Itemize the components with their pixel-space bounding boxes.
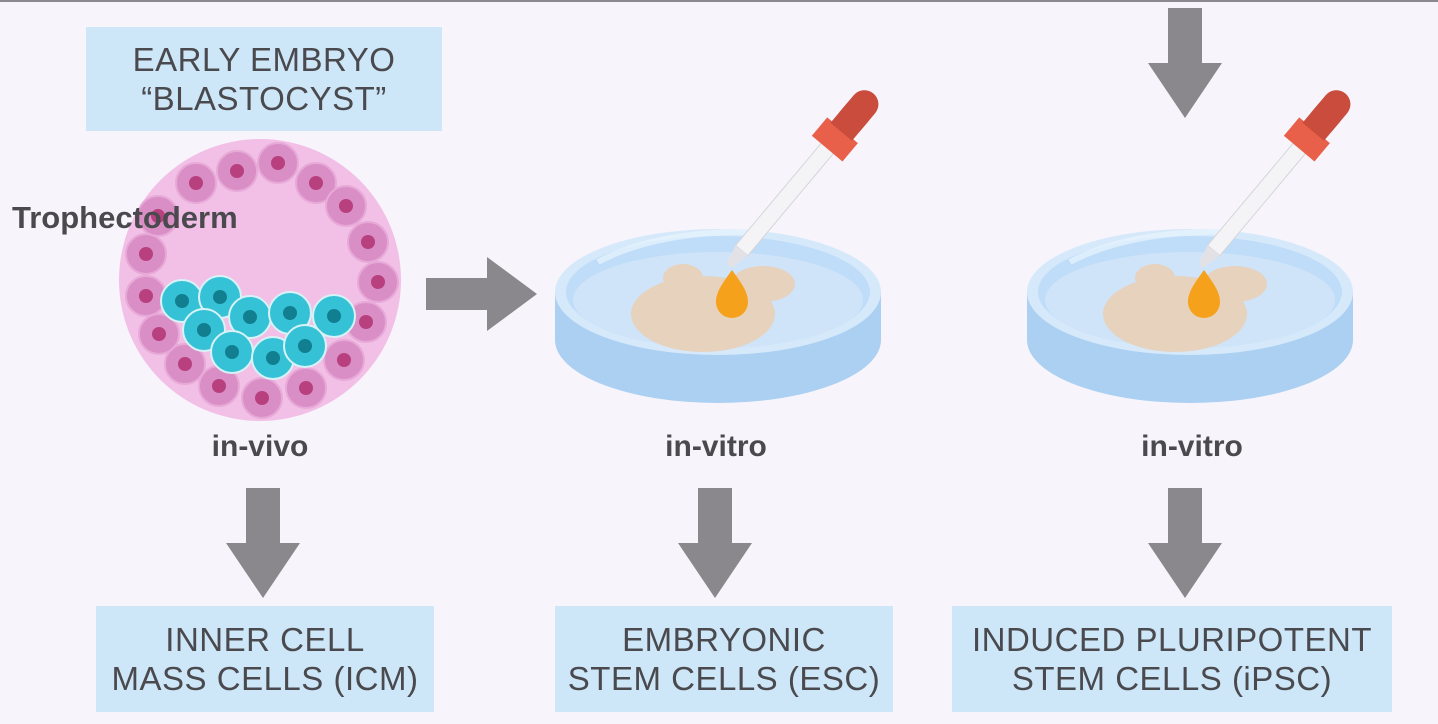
icm-line-1: INNER CELL xyxy=(165,621,365,658)
caption-in-vitro-ipsc: in-vitro xyxy=(1141,430,1243,463)
arrow-down-icon-esc xyxy=(678,488,752,598)
title-line-2: “BLASTOCYST” xyxy=(141,80,387,117)
ipsc-line-1: INDUCED PLURIPOTENT xyxy=(971,621,1373,658)
arrow-down-icon-top xyxy=(1148,8,1222,118)
blastocyst-illustration xyxy=(119,139,401,421)
petri-dish-esc xyxy=(555,229,881,403)
result-box-ipsc: INDUCED PLURIPOTENT STEM CELLS (iPSC) xyxy=(952,606,1392,712)
trophectoderm-cells xyxy=(125,142,399,419)
esc-line-2: STEM CELLS (ESC) xyxy=(567,660,881,697)
caption-in-vitro-esc: in-vitro xyxy=(665,430,767,463)
arrow-down-icon-ipsc xyxy=(1148,488,1222,598)
inner-cell-mass-cells xyxy=(160,275,356,380)
result-box-esc: EMBRYONIC STEM CELLS (ESC) xyxy=(555,606,893,712)
result-box-icm: INNER CELL MASS CELLS (ICM) xyxy=(96,606,434,712)
caption-in-vivo: in-vivo xyxy=(211,430,309,463)
ipsc-line-2: STEM CELLS (iPSC) xyxy=(1011,660,1333,697)
blastocyst-title-box: EARLY EMBRYO “BLASTOCYST” xyxy=(86,27,442,131)
arrow-down-icon-icm xyxy=(226,488,300,598)
top-border-line xyxy=(0,0,1438,2)
esc-line-1: EMBRYONIC xyxy=(622,621,826,658)
icm-line-2: MASS CELLS (ICM) xyxy=(111,660,419,697)
petri-dish-ipsc xyxy=(1027,229,1353,403)
trophectoderm-label: Trophectoderm xyxy=(12,200,238,235)
title-line-1: EARLY EMBRYO xyxy=(132,41,396,78)
arrow-right-icon xyxy=(426,257,537,331)
